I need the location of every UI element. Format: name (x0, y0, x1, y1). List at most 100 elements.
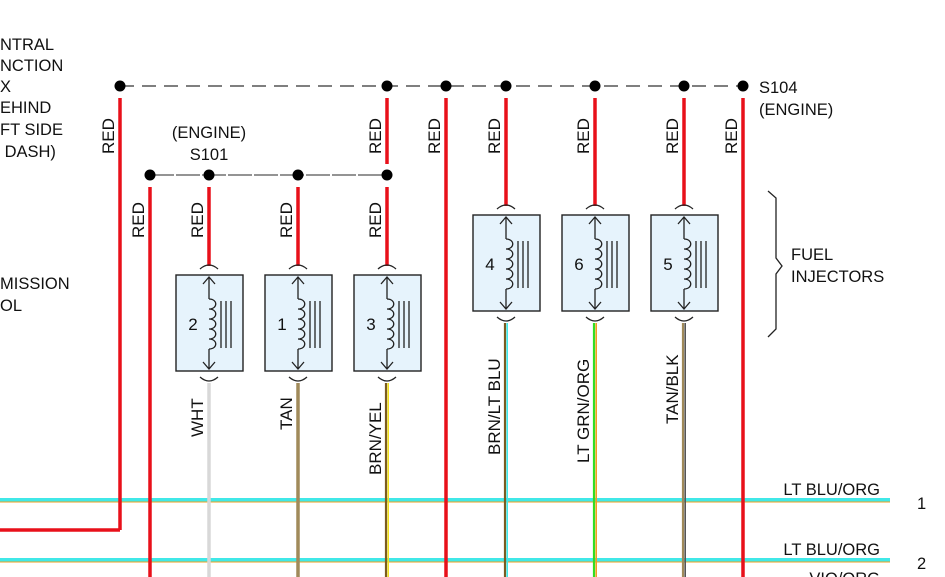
injector-number: 4 (485, 255, 494, 274)
connector-top-icon (674, 204, 694, 210)
central-junction-box-label: NTRAL NCTION X EHIND FT SIDE DASH) (0, 36, 63, 161)
s104-splice-dot (500, 80, 512, 92)
coil-gap (594, 239, 597, 289)
coil-icon (594, 238, 603, 290)
s101-drop-label: RED (129, 202, 148, 238)
s104-splice-dot (114, 80, 126, 92)
s101-drop-label: RED (366, 202, 385, 238)
s101-name: S101 (190, 146, 229, 164)
s104-splice-dot (589, 80, 601, 92)
s101-location: (ENGINE) (172, 124, 246, 142)
fuel-injectors-group-label: FUEL INJECTORS (767, 190, 884, 338)
arrow-down-icon (380, 361, 394, 370)
coil-icon (505, 238, 514, 290)
s104-splice-dot (737, 80, 749, 92)
cjb-line-2: NCTION (0, 57, 63, 75)
injectors-label: INJECTORS (791, 268, 884, 286)
output-wire-label: TAN/BLK (663, 354, 682, 424)
cjb-line-4: EHIND (0, 99, 51, 117)
s104-drop-label: RED (99, 118, 118, 154)
s104-drop-label: RED (574, 118, 593, 154)
injector-number: 5 (663, 255, 672, 274)
bus-wire-label: LT BLU/ORG (783, 541, 880, 559)
injector-number: 3 (366, 315, 375, 334)
s104-label: S104 (ENGINE) (759, 79, 833, 119)
s104-drop-label: RED (663, 118, 682, 154)
coil-gap (208, 299, 211, 349)
s104-drop-label: RED (722, 118, 741, 154)
arrow-up-icon (677, 216, 691, 225)
connector-bottom-icon (674, 316, 694, 322)
injector-number: 6 (574, 255, 583, 274)
s101-label: (ENGINE) S101 (172, 124, 246, 164)
s104-name: S104 (759, 79, 798, 97)
output-wire-label: BRN/YEL (366, 402, 385, 475)
bus-wire-pin: 1 (917, 495, 926, 513)
injector-number: 1 (277, 315, 286, 334)
arrow-up-icon (380, 276, 394, 285)
connector-top-icon (199, 264, 219, 270)
s101-drop-label: RED (277, 202, 296, 238)
connector-top-icon (496, 204, 516, 210)
splice-dots (114, 80, 749, 181)
arrow-down-icon (677, 301, 691, 310)
arrow-up-icon (499, 216, 513, 225)
bus-wire-label: LT BLU/ORG (783, 481, 880, 499)
s101-splice-dot (292, 169, 304, 181)
connector-bottom-icon (288, 376, 308, 382)
connector-bottom-icon (496, 316, 516, 322)
output-wire-label: WHT (188, 398, 207, 437)
arrow-down-icon (499, 301, 513, 310)
injector-number: 2 (188, 315, 197, 334)
s104-location: (ENGINE) (759, 101, 833, 119)
connector-bottom-icon (585, 316, 605, 322)
bus-wire-pin: 2 (917, 555, 926, 573)
coil-gap (505, 239, 508, 289)
cjb-line-1: NTRAL (0, 36, 54, 54)
cjb-line-3: X (0, 78, 11, 96)
connector-top-icon (585, 204, 605, 210)
s104-drop-label: RED (366, 118, 385, 154)
arrow-down-icon (291, 361, 305, 370)
coil-gap (386, 299, 389, 349)
coil-icon (683, 238, 692, 290)
s101-drop-label: RED (188, 202, 207, 238)
s101-splice-dot (381, 169, 393, 181)
coil-icon (297, 298, 306, 350)
bus-wire-label: VIO/ORG (809, 570, 880, 577)
injector-6: 6 LT GRN/ORG (561, 204, 630, 577)
tc-line-1: MISSION (0, 275, 70, 293)
s101-splice-dot (144, 169, 156, 181)
arrow-down-icon (202, 361, 216, 370)
coil-icon (208, 298, 217, 350)
arrow-up-icon (202, 276, 216, 285)
transmission-control-label: MISSION OL (0, 275, 70, 315)
arrow-up-icon (588, 216, 602, 225)
s104-splice-dot (678, 80, 690, 92)
coil-icon (386, 298, 395, 350)
output-wire-label: BRN/LT BLU (485, 358, 504, 455)
coil-gap (683, 239, 686, 289)
connector-bottom-icon (199, 376, 219, 382)
connector-bottom-icon (377, 376, 397, 382)
s104-splice-dot (440, 80, 452, 92)
connector-top-icon (377, 264, 397, 270)
output-wire-label: LT GRN/ORG (574, 359, 593, 463)
s101-splice-dot (203, 169, 215, 181)
arrow-down-icon (588, 301, 602, 310)
connector-top-icon (288, 264, 308, 270)
cjb-line-6: DASH) (0, 143, 56, 161)
bus-wires: LT BLU/ORG 1 LT BLU/ORG 2VIO/ORG (0, 481, 926, 577)
s104-drop-label: RED (485, 118, 504, 154)
output-wire-label: TAN (277, 397, 296, 430)
s104-splice-dot (381, 80, 393, 92)
tc-line-2: OL (0, 297, 22, 315)
cjb-line-5: FT SIDE (0, 121, 63, 139)
